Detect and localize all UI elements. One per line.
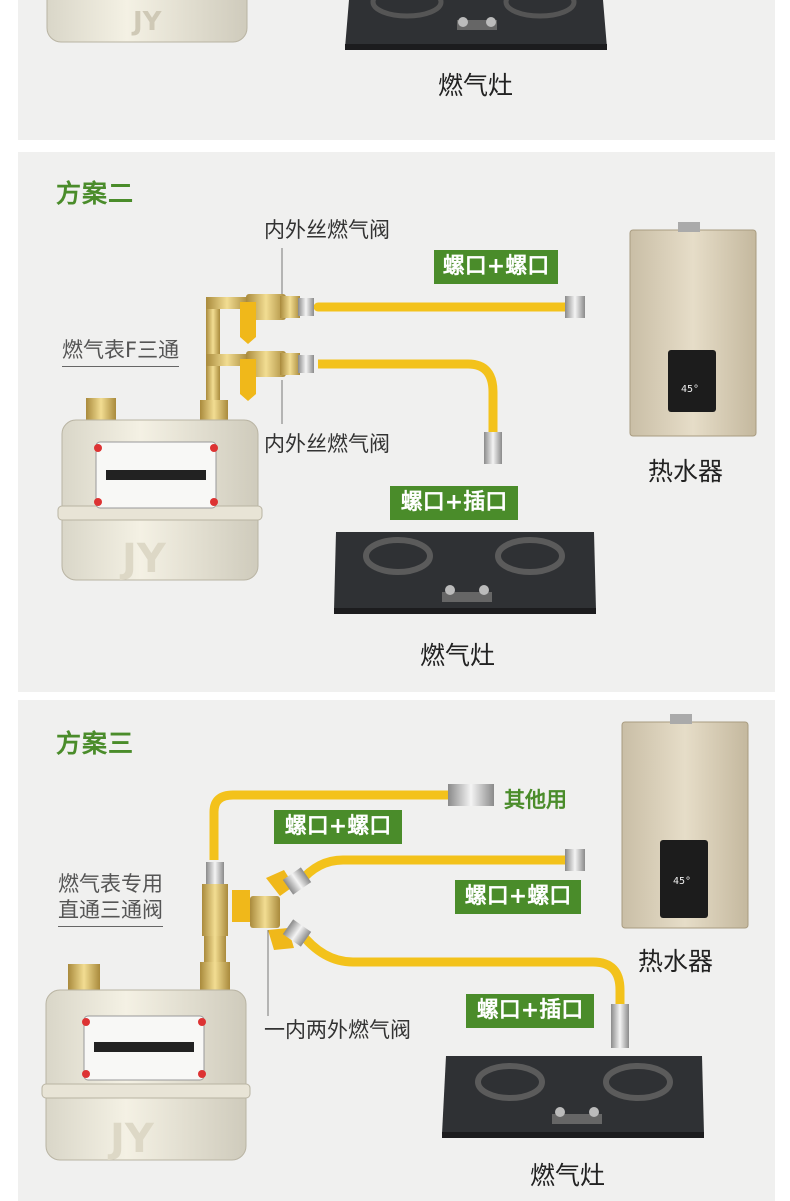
scheme3-panel: 方案三	[18, 700, 775, 1201]
scheme1-panel: JY 燃气灶	[18, 0, 775, 140]
gas-stove-image	[334, 532, 596, 614]
plug-stove-end	[611, 1004, 629, 1048]
stove-label: 燃气灶	[438, 71, 514, 100]
gas-stove-image	[442, 1056, 704, 1138]
connector-label-top: 螺口+螺口	[274, 810, 402, 844]
piping-diagram: JY 45°	[41, 714, 749, 1162]
svg-text:45°: 45°	[673, 876, 691, 887]
hex-nut-heater-end	[565, 849, 585, 871]
one-in-two-out-valve	[250, 867, 312, 950]
three-way-valve-label-line1: 燃气表专用	[58, 872, 163, 896]
gas-stove-partial-image	[345, 0, 607, 50]
scheme2-panel: 方案二	[18, 152, 775, 692]
gas-meter-partial-image: JY	[46, 0, 248, 43]
yellow-hose-to-stove	[296, 929, 625, 1006]
straight-three-way-valve	[202, 862, 250, 966]
other-use-label: 其他用	[504, 788, 567, 812]
hex-nut-heater-end	[565, 296, 585, 318]
stove-label: 燃气灶	[420, 641, 496, 670]
meter-brand-emboss: JY	[107, 1116, 155, 1162]
scheme-title: 方案二	[56, 179, 135, 208]
connector-label-heater: 螺口+螺口	[434, 250, 558, 284]
connector-label-stove: 螺口+插口	[466, 994, 594, 1028]
connector-label-stove: 螺口+插口	[390, 486, 518, 520]
plug-stove-end	[484, 432, 502, 464]
scheme-title: 方案三	[56, 729, 135, 758]
three-way-valve-label-line2: 直通三通阀	[58, 894, 163, 927]
piping-diagram: JY 45°	[57, 222, 757, 614]
svg-text:JY: JY	[131, 7, 163, 37]
yellow-hose-to-stove	[318, 359, 498, 432]
gas-meter-image: JY	[57, 398, 263, 582]
hex-nut-other-use	[448, 784, 494, 806]
water-heater-image: 45°	[629, 222, 757, 437]
yellow-hose-to-heater	[296, 855, 566, 885]
valve-label-top: 内外丝燃气阀	[264, 218, 390, 242]
yellow-hose-other-use	[209, 790, 450, 860]
valve-top	[240, 294, 314, 344]
gas-meter-image: JY	[41, 962, 251, 1162]
svg-text:45°: 45°	[681, 384, 699, 395]
connector-label-heater: 螺口+螺口	[455, 880, 581, 914]
water-heater-label: 热水器	[648, 457, 724, 486]
stove-label: 燃气灶	[530, 1161, 606, 1190]
tee-label: 燃气表F三通	[62, 334, 180, 367]
valve-bottom	[240, 351, 314, 401]
meter-brand-emboss: JY	[119, 536, 167, 582]
water-heater-label: 热水器	[638, 947, 714, 976]
water-heater-image: 45°	[621, 714, 749, 929]
multi-outlet-valve-label: 一内两外燃气阀	[264, 1018, 411, 1042]
valve-label-bottom: 内外丝燃气阀	[264, 432, 390, 456]
